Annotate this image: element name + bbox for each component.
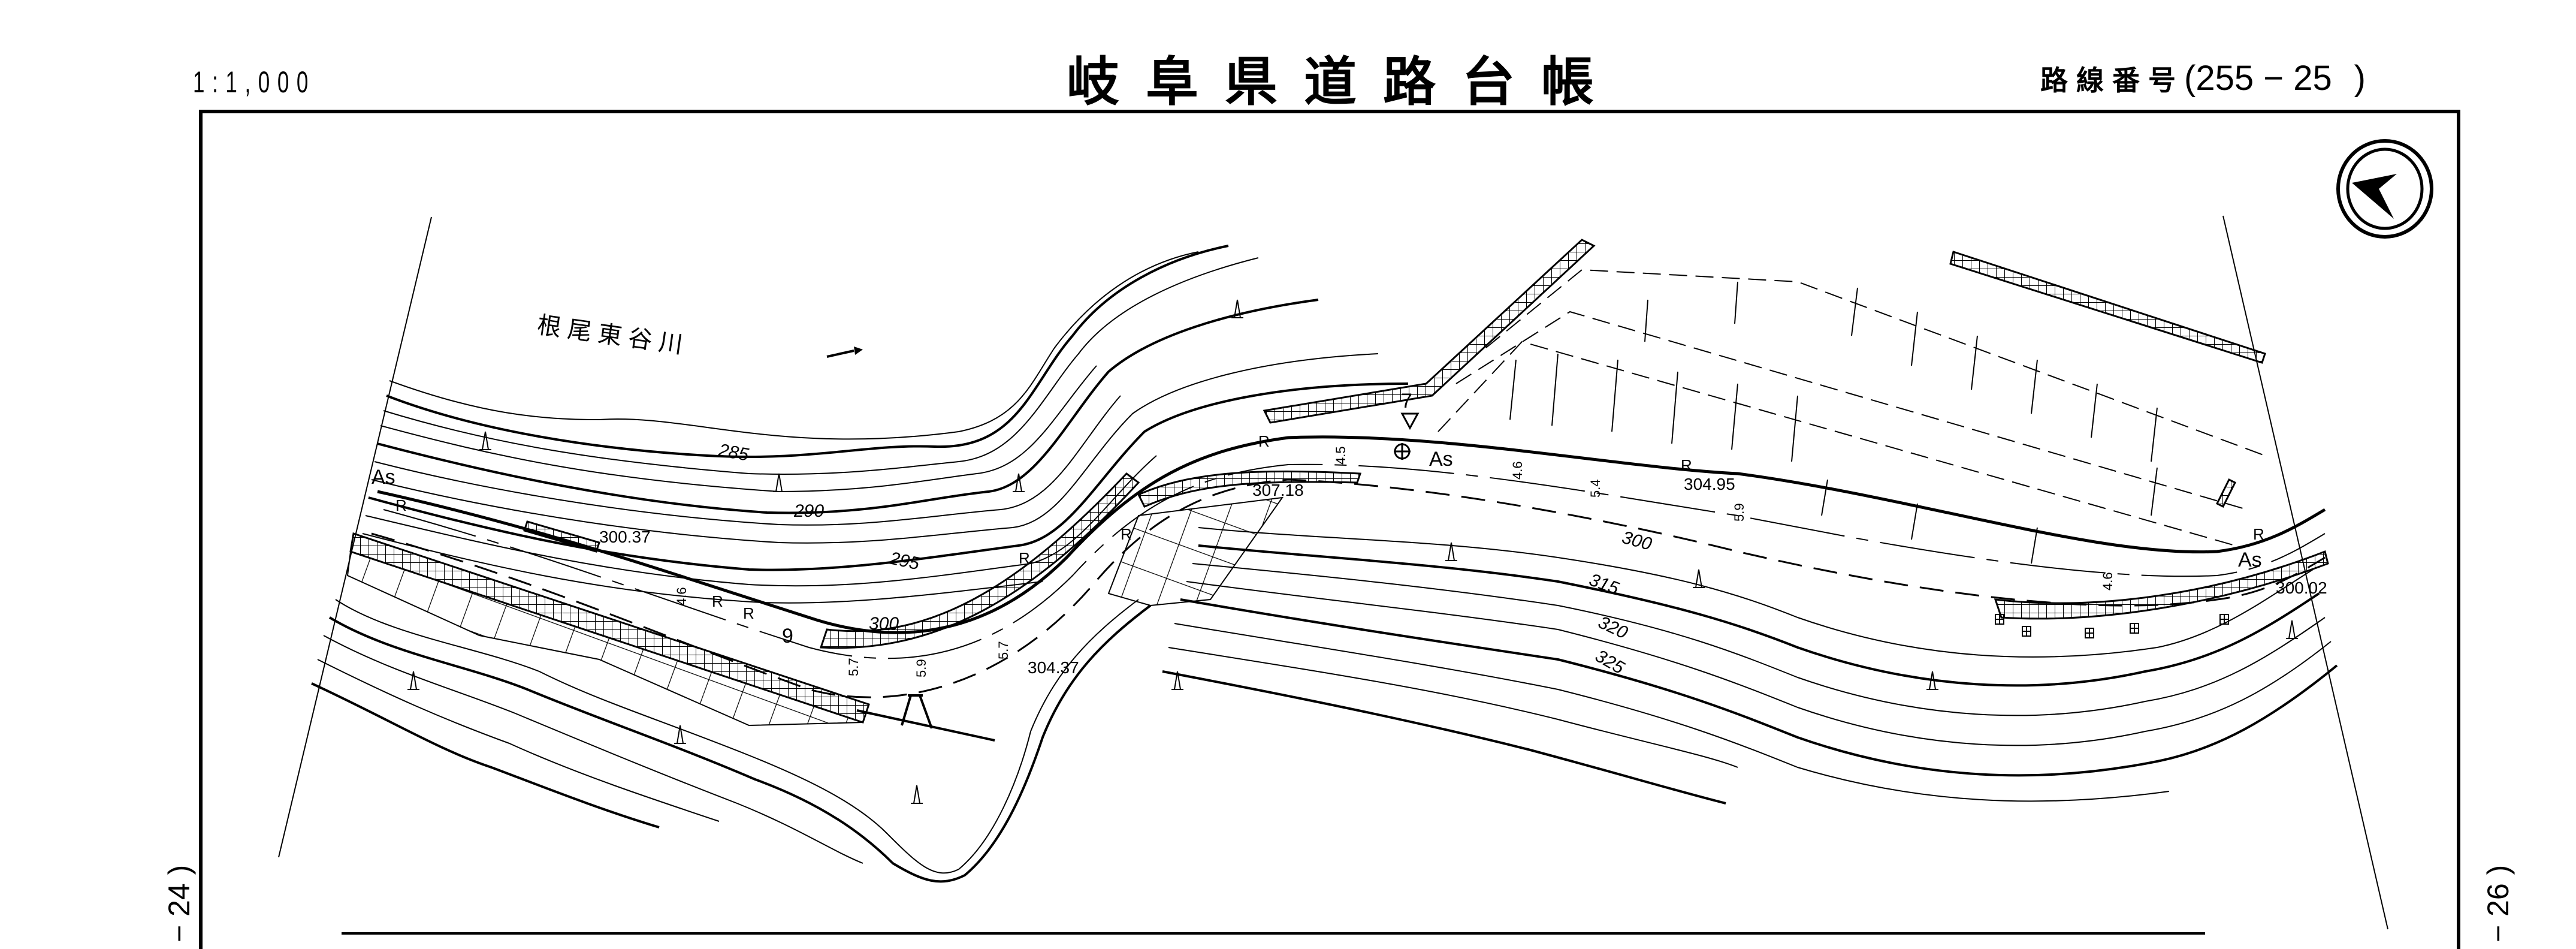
elevation-300-37: 300.37 bbox=[599, 528, 651, 546]
contour-label-320: 320 bbox=[1595, 612, 1631, 643]
page-title: 岐阜県道路台帳 bbox=[1067, 51, 1621, 113]
width-mark-5: 4.5 bbox=[1333, 446, 1348, 465]
r-label-1: R bbox=[395, 496, 407, 514]
retaining-walls bbox=[349, 239, 2329, 724]
route-number-label: 路線番号 bbox=[2040, 64, 2184, 97]
r-label-4: R bbox=[1121, 525, 1132, 543]
width-mark-4: 5.7 bbox=[996, 641, 1011, 659]
culvert-structure bbox=[856, 694, 995, 742]
north-arrow-icon bbox=[2336, 139, 2433, 239]
route-close-paren: ) bbox=[2354, 59, 2366, 98]
r-label-7: R bbox=[1681, 456, 1692, 474]
road-center-line bbox=[383, 463, 2326, 659]
r-label-3: R bbox=[743, 604, 754, 622]
r-label-2: R bbox=[712, 592, 723, 610]
contour-label-325: 325 bbox=[1592, 646, 1628, 678]
contour-label-285: 285 bbox=[717, 440, 750, 465]
route-open-paren: ( bbox=[2184, 59, 2196, 98]
station-label-7: 7 bbox=[1401, 390, 1412, 412]
contour-label-300-west: 300 bbox=[869, 614, 899, 634]
route-number: 路線番号(255 − 25 ) bbox=[2040, 58, 2366, 98]
map-frame bbox=[199, 110, 2460, 949]
contours-south bbox=[311, 527, 2338, 883]
surface-label-as-1: As bbox=[372, 466, 395, 489]
map-scale: 1:1,000 bbox=[193, 65, 316, 99]
r-label-6: R bbox=[1019, 549, 1030, 567]
contour-label-295: 295 bbox=[887, 548, 922, 574]
terrace-slopes bbox=[1438, 269, 2266, 546]
tree-symbols bbox=[407, 299, 2298, 804]
elevation-304-95: 304.95 bbox=[1684, 475, 1735, 493]
contour-label-290: 290 bbox=[793, 501, 824, 521]
route-number-value: 255 − 25 bbox=[2196, 59, 2332, 98]
elevation-307-18: 307.18 bbox=[1252, 481, 1304, 499]
r-label-8: R bbox=[2253, 525, 2264, 543]
station-label-9: 9 bbox=[782, 625, 793, 647]
width-mark-3: 5.9 bbox=[914, 659, 929, 677]
width-mark-2: 5.7 bbox=[846, 658, 861, 676]
triangle-marker-icon bbox=[1400, 412, 1420, 430]
width-mark-7: 5.4 bbox=[1588, 479, 1603, 498]
benchmark-icon bbox=[1394, 443, 1411, 460]
contours-north bbox=[362, 245, 1409, 604]
elevation-304-37: 304.37 bbox=[1028, 658, 1079, 677]
terrace-slope-ticks bbox=[1509, 281, 2158, 564]
elevation-300-02: 300.02 bbox=[2276, 579, 2327, 597]
width-mark-9: 4.6 bbox=[2100, 572, 2115, 591]
surface-label-as-2: As bbox=[1429, 448, 1453, 471]
width-mark-1: 4.6 bbox=[674, 587, 689, 605]
width-mark-8: 5.9 bbox=[1732, 503, 1747, 522]
slope-hatch-west bbox=[346, 496, 1284, 727]
r-label-5: R bbox=[1258, 432, 1270, 450]
surface-label-as-3: As bbox=[2238, 549, 2262, 571]
building-symbols bbox=[1995, 614, 2229, 638]
width-mark-6: 4.6 bbox=[1510, 461, 1525, 480]
river-flow-arrow-icon bbox=[826, 347, 863, 358]
river-name: 根 尾 東 谷 川 bbox=[536, 312, 684, 358]
road-north-edge bbox=[377, 435, 2326, 634]
